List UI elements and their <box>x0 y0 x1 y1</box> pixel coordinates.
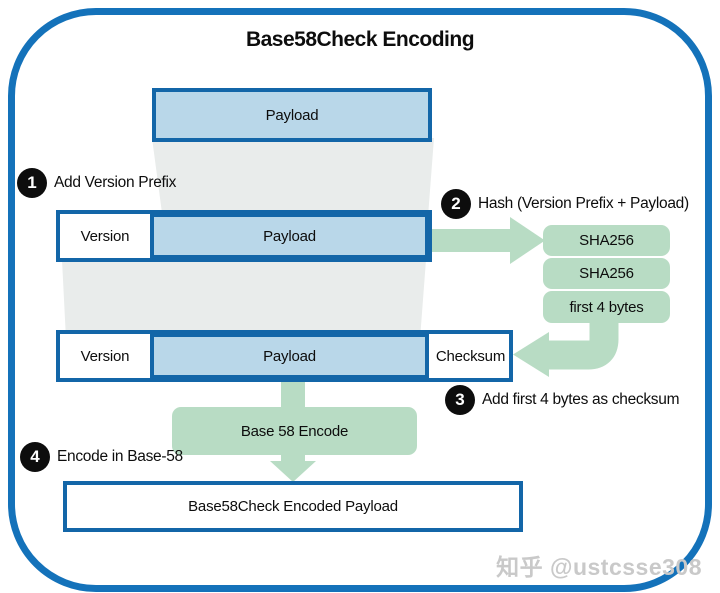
base58-encode-label: Base 58 Encode <box>240 422 349 440</box>
step-3: 3 Add first 4 bytes as checksum <box>445 385 680 415</box>
result-label: Base58Check Encoded Payload <box>188 498 398 515</box>
step-4: 4 Encode in Base-58 <box>20 442 183 472</box>
sha256-label-2: SHA256 <box>579 265 634 282</box>
sha256-box-2: SHA256 <box>543 258 670 289</box>
row2-payload-label: Payload <box>263 227 316 245</box>
step-2: 2 Hash (Version Prefix + Payload) <box>441 189 689 219</box>
step-1-label: Add Version Prefix <box>54 174 177 191</box>
row3-checksum-segment: Checksum <box>432 334 509 378</box>
first-4-bytes-box: first 4 bytes <box>543 291 670 323</box>
step-3-number: 3 <box>445 385 475 415</box>
step-2-number: 2 <box>441 189 471 219</box>
funnel-top <box>152 138 434 212</box>
step-4-number: 4 <box>20 442 50 472</box>
funnel-middle <box>62 260 426 332</box>
base58-encode-box: Base 58 Encode <box>172 407 417 455</box>
row3-checksum-label: Checksum <box>435 347 506 365</box>
sha256-box-1: SHA256 <box>543 225 670 256</box>
row3-payload-box: Payload <box>150 333 429 379</box>
row3-version-label: Version <box>80 347 130 365</box>
payload-top-box: Payload <box>152 88 432 142</box>
step-1-number: 1 <box>17 168 47 198</box>
first-4-bytes-label: first 4 bytes <box>569 298 644 316</box>
step-1: 1 Add Version Prefix <box>17 168 176 198</box>
row3-version-segment: Version <box>60 334 150 378</box>
row2-payload-box: Payload <box>150 213 429 259</box>
row2-version-label: Version <box>80 227 130 245</box>
row2-version-segment: Version <box>60 214 150 258</box>
step-2-label: Hash (Version Prefix + Payload) <box>478 195 689 212</box>
watermark: 知乎 @ustcsse308 <box>496 554 702 580</box>
sha256-label-1: SHA256 <box>579 232 634 249</box>
row3-payload-label: Payload <box>263 347 316 365</box>
result-box: Base58Check Encoded Payload <box>63 481 523 532</box>
diagram-border-frame <box>8 8 712 592</box>
step-3-label: Add first 4 bytes as checksum <box>482 391 680 408</box>
diagram-title: Base58Check Encoding <box>245 28 475 51</box>
step-4-label: Encode in Base-58 <box>57 448 183 465</box>
payload-top-label: Payload <box>265 106 319 124</box>
